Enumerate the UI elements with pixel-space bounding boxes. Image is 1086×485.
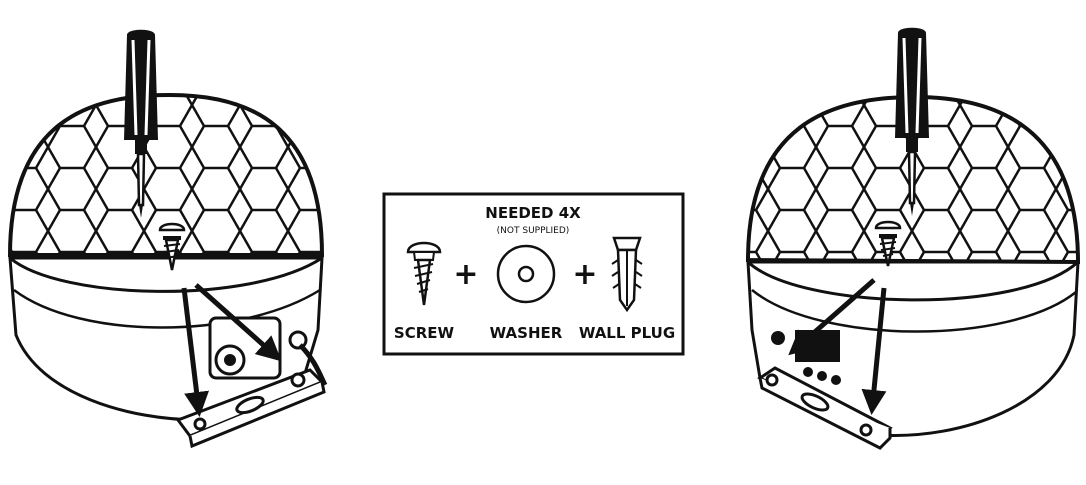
right-mounting-bracket <box>757 366 893 450</box>
right-screwdriver-icon <box>895 27 929 216</box>
plus-sign-2: + <box>572 257 597 292</box>
plus-sign-1: + <box>453 257 478 292</box>
left-mounting-bracket <box>175 368 326 449</box>
screw-label: SCREW <box>394 324 455 342</box>
washer-label: WASHER <box>490 324 563 342</box>
wall-plug-label: WALL PLUG <box>579 324 675 342</box>
needed-parts-box: NEEDED 4X (NOT SUPPLIED) + + SCREW WASHE… <box>382 192 685 356</box>
left-screwdriver-icon <box>124 29 158 218</box>
screw-icon <box>406 241 442 306</box>
box-subheading: (NOT SUPPLIED) <box>497 226 570 236</box>
right-fixture <box>745 27 1081 450</box>
box-heading: NEEDED 4X <box>485 204 581 222</box>
left-screw-icon <box>158 222 186 271</box>
right-screw-icon <box>874 220 902 267</box>
washer-icon <box>496 244 556 304</box>
left-fixture <box>7 29 328 449</box>
wall-plug-icon <box>611 236 643 313</box>
